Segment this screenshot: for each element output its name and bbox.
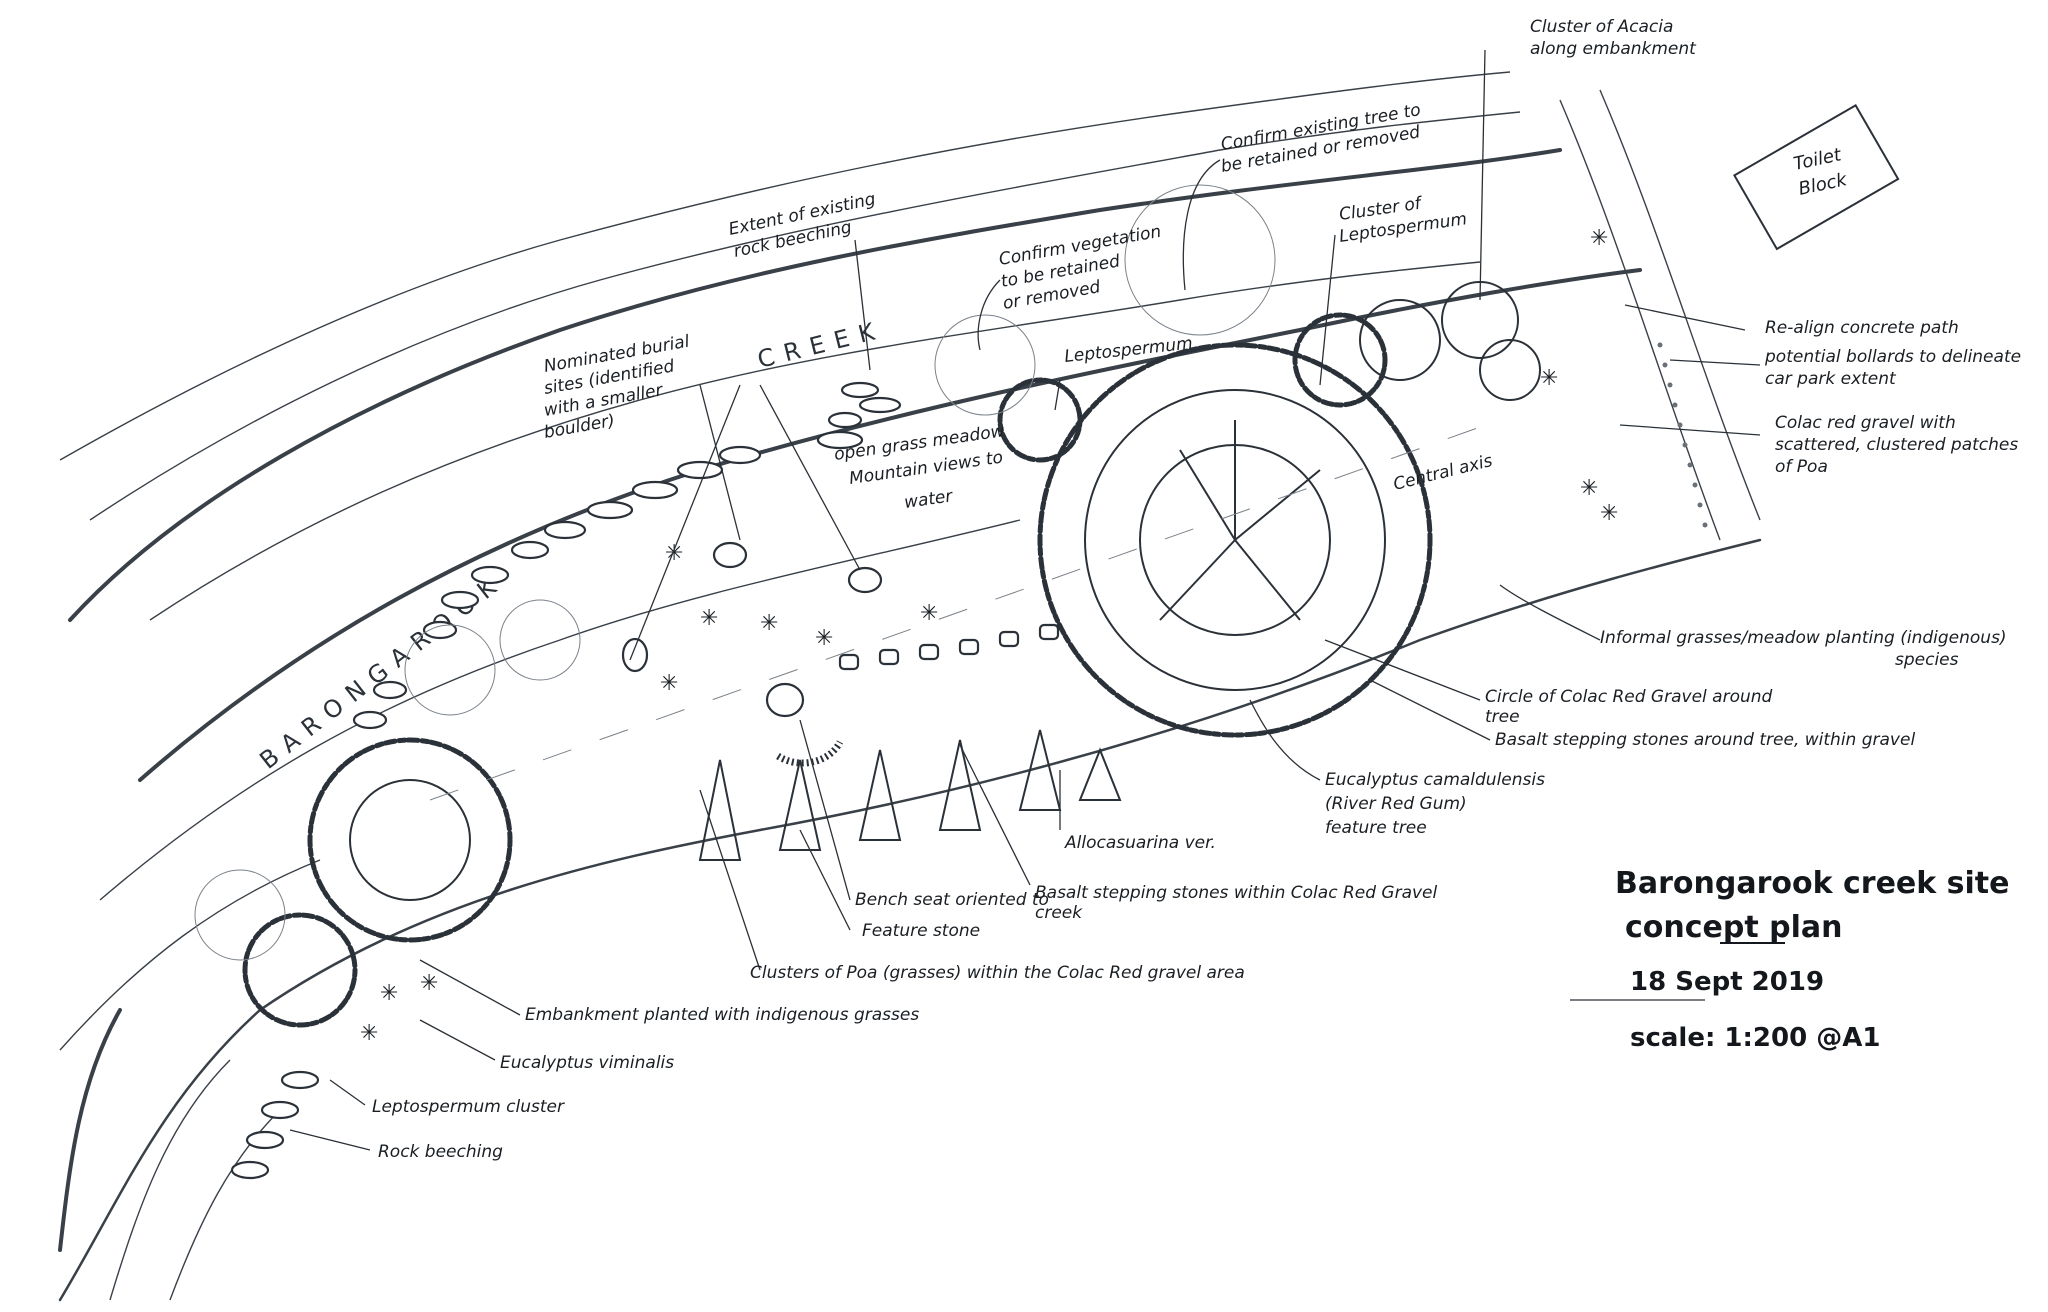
note-embankment: Embankment planted with indigenous grass… (525, 1005, 919, 1025)
note-informal-grasses-1: Informal grasses/meadow planting (indige… (1600, 628, 2007, 648)
burial-boulder (712, 541, 748, 569)
feature-stone (765, 682, 805, 718)
svg-text:✳: ✳ (920, 601, 938, 626)
svg-text:✳: ✳ (360, 1021, 378, 1046)
note-colac-gravel-2: scattered, clustered patches (1775, 435, 2018, 455)
note-toilet-2: Block (1797, 169, 1851, 200)
leptospermum-clusters (997, 281, 1541, 463)
svg-text:✳: ✳ (420, 971, 438, 996)
note-rock-beeching: Rock beeching (378, 1142, 503, 1162)
svg-text:✳: ✳ (380, 981, 398, 1006)
note-eucalyptus-cam-1: Eucalyptus camaldulensis (1325, 770, 1545, 790)
plan-title-line2: concept plan (1625, 910, 1843, 945)
feature-tree-river-red-gum (1037, 342, 1433, 738)
burial-boulder (621, 637, 649, 673)
note-circle-gravel-2: tree (1485, 707, 1520, 727)
svg-text:✳: ✳ (1580, 476, 1598, 501)
stepping-stones (838, 623, 1060, 671)
rock-beeching (230, 381, 902, 1180)
svg-text:✳: ✳ (660, 671, 678, 696)
note-lepto-bottom: Leptospermum cluster (372, 1097, 565, 1117)
allocasuarina-trees (698, 729, 1122, 861)
svg-text:✳: ✳ (815, 626, 833, 651)
note-circle-gravel-1: Circle of Colac Red Gravel around (1485, 687, 1773, 707)
plan-date: 18 Sept 2019 (1630, 967, 1824, 997)
existing-trees (194, 184, 1276, 961)
svg-text:✳: ✳ (700, 606, 718, 631)
note-colac-gravel-1: Colac red gravel with (1775, 413, 1956, 433)
note-colac-gravel-3: of Poa (1775, 457, 1828, 477)
creek-banks (58, 71, 1642, 1301)
plan-scale: scale: 1:200 @A1 (1630, 1023, 1880, 1053)
boulders (621, 541, 883, 767)
svg-text:✳: ✳ (1540, 366, 1558, 391)
note-meadow-3: water (903, 486, 955, 513)
note-basalt-gravel: Basalt stepping stones within Colac Red … (1035, 883, 1438, 903)
note-poa-clusters: Clusters of Poa (grasses) within the Col… (750, 963, 1245, 983)
note-acacia-2: along embankment (1530, 39, 1697, 59)
note-eucalyptus-vim: Eucalyptus viminalis (500, 1053, 674, 1073)
note-bollards-1: potential bollards to delineate (1764, 347, 2021, 367)
toilet-block (1733, 103, 1900, 251)
bench-seat (776, 740, 844, 767)
note-central-axis: Central axis (1391, 451, 1494, 495)
svg-text:✳: ✳ (1590, 226, 1608, 251)
note-feature-stone: Feature stone (862, 921, 980, 941)
note-leptospermum: Leptospermum (1063, 334, 1193, 367)
burial-boulder (847, 566, 883, 594)
leader-lines (289, 49, 1761, 1151)
note-bench-2: creek (1035, 903, 1083, 923)
note-realign-path: Re-align concrete path (1765, 318, 1959, 338)
plan-title-line1: Barongarook creek site (1615, 866, 2010, 901)
svg-text:✳: ✳ (665, 541, 683, 566)
svg-text:✳: ✳ (1600, 501, 1618, 526)
poa-grass-tufts: ✳ ✳ ✳ ✳ ✳ ✳ ✳ ✳ ✳ ✳ ✳ ✳ ✳ (360, 226, 1618, 1046)
tree-cluster-west (242, 737, 513, 1028)
note-eucalyptus-cam-3: feature tree (1325, 818, 1427, 838)
note-bollards-2: car park extent (1765, 369, 1897, 389)
bollards (1657, 342, 1708, 528)
note-bench-1: Bench seat oriented to (855, 890, 1049, 910)
central-axis (429, 419, 1501, 801)
note-informal-grasses-2: species (1895, 650, 1959, 670)
site-boundary (58, 89, 1762, 1302)
svg-text:✳: ✳ (760, 611, 778, 636)
note-basalt-tree: Basalt stepping stones around tree, with… (1495, 730, 1915, 750)
title-block: Barongarook creek site concept plan 18 S… (1615, 866, 2010, 1053)
note-allocasuarina: Allocasuarina ver. (1064, 833, 1216, 853)
toilet-block-outline (1733, 103, 1900, 251)
note-acacia-1: Cluster of Acacia (1530, 17, 1673, 37)
note-eucalyptus-cam-2: (River Red Gum) (1325, 794, 1467, 814)
